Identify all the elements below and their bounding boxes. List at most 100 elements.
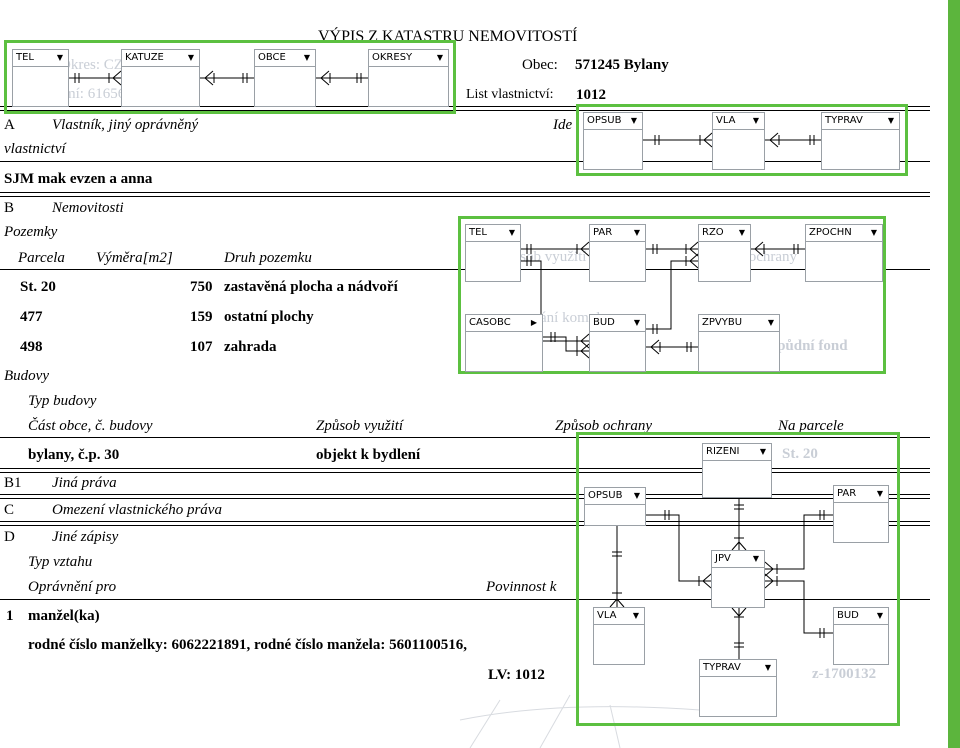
chevron-down-icon[interactable]: ▼ xyxy=(632,611,639,620)
chevron-down-icon[interactable]: ▼ xyxy=(436,53,443,62)
section-d-title: Jiné zápisy xyxy=(52,529,119,545)
entity-vla-label: VLA xyxy=(597,610,617,621)
entity-jpv[interactable]: JPV ▼ xyxy=(711,550,765,608)
section-d-letter: D xyxy=(4,529,15,545)
parcel-3-area: 107 xyxy=(190,339,213,355)
divider xyxy=(0,599,930,600)
budovy-heading: Budovy xyxy=(4,368,49,384)
right-accent-bar xyxy=(948,0,960,748)
header-cast-obce: Část obce, č. budovy xyxy=(28,418,153,434)
typ-budovy-heading: Typ budovy xyxy=(28,393,97,409)
entity-obce[interactable]: OBCE ▼ xyxy=(254,49,316,107)
chevron-down-icon[interactable]: ▼ xyxy=(630,116,637,125)
chevron-down-icon[interactable]: ▼ xyxy=(187,53,194,62)
er-diagram-2: OPSUB▼ VLA ▼ TYPRAV ▼ xyxy=(576,104,908,176)
lv-value: 1012 xyxy=(576,87,606,103)
entity-vla-label: VLA xyxy=(716,115,736,126)
entity-bud[interactable]: BUD ▼ xyxy=(589,314,646,372)
entity-rzo-label: RZO xyxy=(702,227,724,238)
section-a-title: Vlastník, jiný oprávněný xyxy=(52,117,199,133)
entry-detail: rodné číslo manželky: 6062221891, rodné … xyxy=(28,637,468,653)
chevron-down-icon[interactable]: ▼ xyxy=(887,116,894,125)
entity-casobc[interactable]: CASOBC▶ xyxy=(465,314,543,372)
entity-vla[interactable]: VLA ▼ xyxy=(593,607,645,665)
header-druh: Druh pozemku xyxy=(224,250,312,266)
entity-typrav-label: TYPRAV xyxy=(703,662,741,673)
entity-tel[interactable]: TEL▼ xyxy=(465,224,521,282)
chevron-down-icon[interactable]: ▼ xyxy=(752,116,759,125)
entity-okresy-label: OKRESY xyxy=(372,52,413,63)
header-opravneni: Oprávnění pro xyxy=(28,579,117,595)
entity-par-label: PAR xyxy=(837,488,857,499)
chevron-down-icon[interactable]: ▼ xyxy=(508,228,515,237)
parcel-1-type: zastavěná plocha a nádvoří xyxy=(224,279,398,295)
section-b1-title: Jiná práva xyxy=(52,475,117,491)
divider xyxy=(0,521,930,526)
typ-vztahu-heading: Typ vztahu xyxy=(28,554,93,570)
chevron-down-icon[interactable]: ▼ xyxy=(56,53,63,62)
parcel-3-type: zahrada xyxy=(224,339,277,355)
entity-typrav-label: TYPRAV xyxy=(825,115,863,126)
chevron-down-icon[interactable]: ▼ xyxy=(633,228,640,237)
diagram-4-connectors xyxy=(609,498,833,659)
entry-lv: LV: 1012 xyxy=(488,667,545,683)
parcel-2-type: ostatní plochy xyxy=(224,309,314,325)
entity-katuze-label: KATUZE xyxy=(125,52,164,63)
divider xyxy=(0,106,930,111)
entity-zpvybu[interactable]: ZPVYBU▼ xyxy=(698,314,780,372)
chevron-right-icon[interactable]: ▶ xyxy=(530,318,537,327)
er-diagram-4: RIZENI ▼ OPSUB▼ PAR ▼ JPV ▼ VLA ▼ BUD ▼ TYPRA… xyxy=(576,432,900,726)
entity-bud[interactable]: BUD ▼ xyxy=(833,607,889,665)
entity-tel-label: TEL xyxy=(16,52,34,63)
section-c-letter: C xyxy=(4,502,15,518)
entity-typrav[interactable]: TYPRAV ▼ xyxy=(821,112,900,170)
entity-zpochn[interactable]: ZPOCHN ▼ xyxy=(805,224,883,282)
entity-par-label: PAR xyxy=(593,227,613,238)
entity-obce-label: OBCE xyxy=(258,52,286,63)
entity-rzo[interactable]: RZO ▼ xyxy=(698,224,751,282)
owner-name: SJM mak evzen a anna xyxy=(4,171,153,187)
entity-katuze[interactable]: KATUZE ▼ xyxy=(121,49,200,107)
parcel-1-area: 750 xyxy=(190,279,213,295)
chevron-down-icon[interactable]: ▼ xyxy=(738,228,745,237)
building-vyuziti: objekt k bydlení xyxy=(316,447,421,463)
header-zpusob-ochrany: Způsob ochrany xyxy=(555,418,653,434)
entity-opsub[interactable]: OPSUB▼ xyxy=(583,112,643,170)
chevron-down-icon[interactable]: ▼ xyxy=(876,611,883,620)
obec-value: 571245 Bylany xyxy=(575,57,669,73)
ghost-z-number: z-1700132 xyxy=(812,666,877,682)
section-b-title: Nemovitosti xyxy=(52,200,124,216)
chevron-down-icon[interactable]: ▼ xyxy=(767,318,774,327)
entity-okresy[interactable]: OKRESY ▼ xyxy=(368,49,449,107)
parcel-1-id: St. 20 xyxy=(20,279,56,295)
entity-bud-label: BUD xyxy=(593,317,615,328)
header-zpusob-vyuziti: Způsob využití xyxy=(316,418,404,434)
entity-par[interactable]: PAR ▼ xyxy=(833,485,889,543)
entity-zpochn-label: ZPOCHN xyxy=(809,227,852,238)
obec-label: Obec: xyxy=(522,57,558,73)
building-cast: bylany, č.p. 30 xyxy=(28,447,120,463)
chevron-down-icon[interactable]: ▼ xyxy=(764,663,771,672)
entity-par[interactable]: PAR ▼ xyxy=(589,224,646,282)
building-na-parcele: St. 20 xyxy=(782,446,818,462)
chevron-down-icon[interactable]: ▼ xyxy=(876,489,883,498)
entity-tel[interactable]: TEL ▼ xyxy=(12,49,69,107)
chevron-down-icon[interactable]: ▼ xyxy=(752,554,759,563)
chevron-down-icon[interactable]: ▼ xyxy=(633,318,640,327)
entry-number: 1 xyxy=(6,608,14,624)
chevron-down-icon[interactable]: ▼ xyxy=(870,228,877,237)
entity-typrav[interactable]: TYPRAV ▼ xyxy=(699,659,777,717)
entity-rizeni-label: RIZENI xyxy=(706,446,740,457)
entity-jpv-label: JPV xyxy=(715,553,731,564)
chevron-down-icon[interactable]: ▼ xyxy=(303,53,310,62)
entity-vla[interactable]: VLA ▼ xyxy=(712,112,765,170)
divider xyxy=(0,437,930,438)
chevron-down-icon[interactable]: ▼ xyxy=(759,447,766,456)
section-b1-letter: B1 xyxy=(4,475,22,491)
section-b-letter: B xyxy=(4,200,15,216)
parcel-3-id: 498 xyxy=(20,339,43,355)
entity-rizeni[interactable]: RIZENI ▼ xyxy=(702,443,772,498)
chevron-down-icon[interactable]: ▼ xyxy=(633,491,640,500)
entity-opsub[interactable]: OPSUB▼ xyxy=(584,487,646,526)
entity-bud-label: BUD xyxy=(837,610,859,621)
